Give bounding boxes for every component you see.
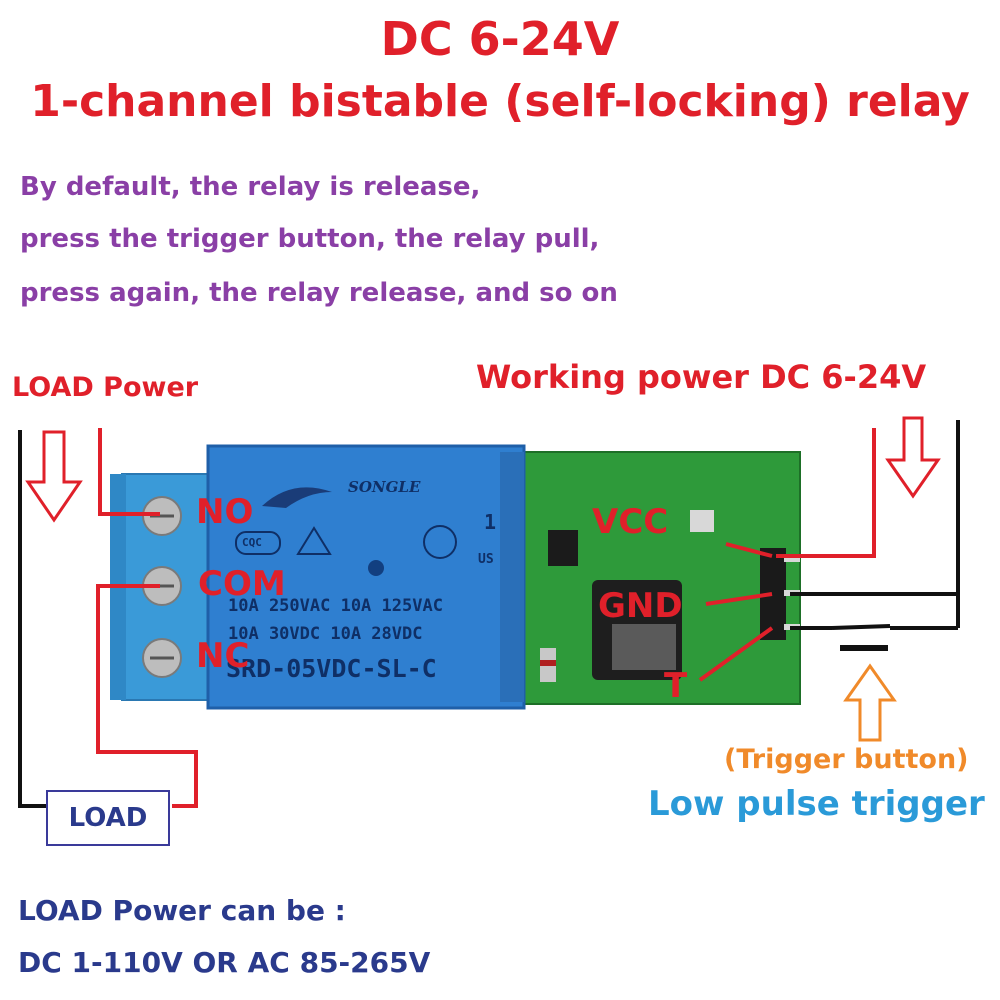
title-line-2: 1-channel bistable (self-locking) relay [30,76,970,127]
pin-label-gnd: GND [598,586,683,626]
relay-spec-2: 10A 30VDC 10A 28VDC [228,624,423,644]
load-wire-black [18,430,46,808]
trigger-button-label: (Trigger button) [724,744,969,775]
pin-label-no: NO [196,492,254,532]
load-label: LOAD [68,803,148,833]
pin-label-nc: NC [196,636,250,676]
load-power-note-1: LOAD Power can be : [18,894,346,927]
working-power-arrow-icon [885,416,941,499]
relay-model: SRD-05VDC-SL-C [226,654,437,683]
description-line-3: press again, the relay release, and so o… [20,278,618,308]
working-power-label: Working power DC 6-24V [476,358,927,396]
relay-ul: US [478,552,494,567]
terminal-screw-nc [142,638,182,678]
title-line-1: DC 6-24V [380,12,620,66]
load-wires-red [96,428,198,808]
relay-brand: SONGLE [348,478,421,496]
ic-chip [548,530,578,566]
relay-marking: 1 [484,510,497,534]
power-wires-black [790,420,960,651]
pin-label-t: T [664,666,688,706]
terminal-screw-com [142,566,182,606]
songle-logo [262,487,332,508]
relay-indicator [368,560,384,576]
relay-body [206,444,526,710]
ul-mark [423,525,457,559]
relay-spec-1: 10A 250VAC 10A 125VAC [228,596,443,616]
relay-cqc: CQC [242,536,262,549]
load-box: LOAD [46,790,170,846]
load-power-arrow-icon [25,430,83,523]
description-line-2: press the trigger button, the relay pull… [20,224,600,254]
low-pulse-trigger-label: Low pulse trigger [648,784,985,824]
warning-icon [296,526,332,555]
pin-label-com: COM [198,564,286,604]
description-line-1: By default, the relay is release, [20,172,481,202]
load-power-note-2: DC 1-110V OR AC 85-265V [18,946,431,979]
load-power-label: LOAD Power [12,372,199,403]
trigger-arrow-icon [843,663,897,742]
pcb-wires-red [698,428,876,682]
resistor [690,510,714,532]
pin-label-vcc: VCC [592,502,669,542]
cqc-mark [235,531,281,555]
